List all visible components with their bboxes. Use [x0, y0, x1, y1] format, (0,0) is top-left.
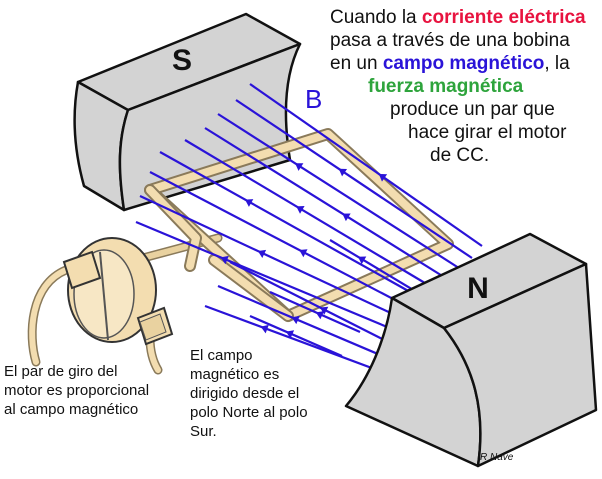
- field-note-line: Sur.: [190, 423, 217, 440]
- field-line: [139, 195, 411, 323]
- field-arrow: [338, 168, 348, 177]
- armature-coil: [144, 128, 454, 322]
- field-arrow: [245, 199, 254, 207]
- field-line: [204, 127, 453, 283]
- caption-emphasis-current: corriente eléctrica: [421, 7, 586, 28]
- torque-note-line: motor es proporcional: [4, 382, 150, 399]
- magnetic-field-lines: [135, 83, 483, 376]
- field-arrow: [320, 306, 329, 315]
- field-line: [269, 290, 361, 334]
- field-line: [235, 99, 473, 259]
- north-magnet: [344, 232, 598, 468]
- torque-note: El par de giro del motor es proporcional…: [4, 362, 149, 419]
- caption-text: , la: [544, 53, 570, 74]
- field-line: [159, 151, 429, 303]
- field-arrow: [285, 330, 295, 339]
- field-direction-note: El campo magnético es dirigido desde el …: [190, 346, 308, 441]
- commutator: [62, 237, 174, 346]
- field-arrow: [260, 324, 269, 334]
- field-arrow: [296, 206, 305, 214]
- field-arrow: [220, 255, 229, 265]
- field-line: [229, 261, 397, 347]
- caption-line-3: en un campo magnético, la: [330, 52, 570, 75]
- field-arrow: [357, 256, 367, 265]
- field-arrow: [378, 173, 388, 182]
- caption-line-6: hace girar el motor: [408, 122, 567, 143]
- pole-n-label: N: [467, 272, 489, 305]
- field-arrow: [295, 163, 304, 171]
- torque-note-line: al campo magnético: [4, 401, 139, 418]
- field-arrow: [342, 213, 351, 222]
- pole-s-label: S: [172, 44, 192, 77]
- caption-text: Cuando la: [330, 7, 422, 28]
- caption-line-5: produce un par que: [390, 99, 555, 120]
- field-line: [149, 171, 419, 313]
- caption-line-7: de CC.: [430, 145, 490, 166]
- field-line: [249, 314, 343, 358]
- field-arrow: [299, 249, 308, 258]
- caption-emphasis-field: campo magnético: [382, 53, 545, 74]
- field-line: [217, 113, 463, 271]
- field-note-line: El campo: [190, 347, 253, 364]
- caption-text: en un: [330, 53, 383, 74]
- torque-note-line: El par de giro del: [4, 363, 118, 380]
- field-note-line: dirigido desde el: [190, 385, 300, 402]
- caption-line-2: pasa a través de una bobina: [330, 30, 570, 51]
- caption-line-1: Cuando la corriente eléctrica: [330, 6, 586, 29]
- caption-emphasis-force: fuerza magnética: [368, 76, 524, 97]
- field-arrow: [315, 311, 325, 320]
- field-b-label: B: [305, 84, 322, 114]
- author-credit: R Nave: [480, 452, 514, 463]
- field-line: [249, 83, 483, 247]
- field-line: [204, 304, 389, 376]
- field-arrow: [291, 315, 300, 325]
- field-note-line: polo Norte al polo: [190, 404, 308, 421]
- field-line: [184, 139, 441, 293]
- field-arrow: [257, 249, 267, 259]
- field-note-line: magnético es: [190, 366, 280, 383]
- field-line: [135, 220, 405, 336]
- south-magnet: [73, 12, 302, 212]
- field-line: [217, 284, 393, 362]
